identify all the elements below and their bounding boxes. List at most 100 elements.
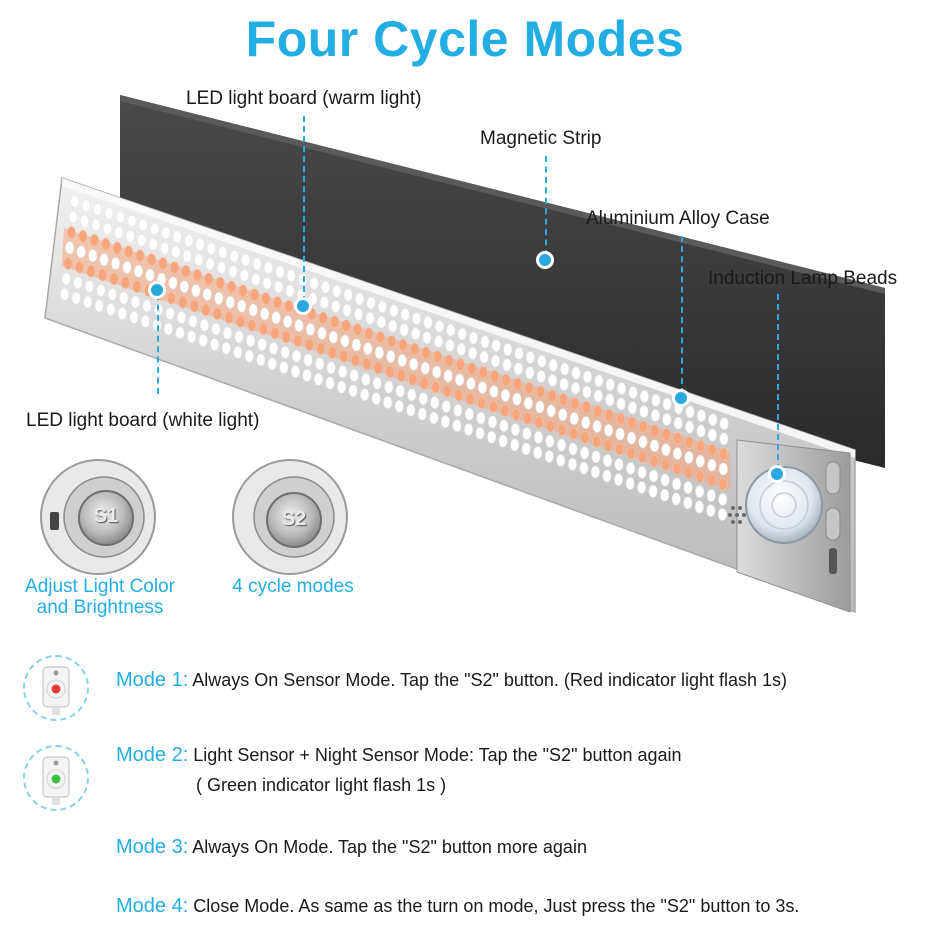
white-led-bead [592, 420, 602, 433]
warm-led-bead [78, 230, 88, 243]
white-led-bead [290, 365, 300, 378]
white-led-bead [604, 423, 614, 437]
warm-led-bead [408, 373, 418, 386]
white-led-bead [433, 335, 443, 348]
white-led-bead [420, 361, 430, 375]
white-led-bead [130, 295, 140, 309]
warm-led-bead [511, 408, 521, 421]
white-led-bead [579, 446, 589, 460]
white-led-bead [535, 400, 545, 414]
white-led-bead [468, 346, 478, 360]
white-led-bead [523, 396, 533, 410]
white-led-bead [372, 376, 382, 390]
warm-led-bead [385, 365, 395, 379]
white-led-bead [683, 496, 693, 510]
white-led-bead [394, 399, 404, 413]
warm-led-bead [330, 315, 340, 329]
white-led-bead [614, 458, 624, 471]
warm-led-bead [615, 442, 625, 456]
white-led-bead [696, 424, 706, 438]
white-led-bead [348, 384, 358, 398]
white-led-bead [94, 299, 104, 313]
white-led-bead [514, 347, 524, 360]
white-led-bead [91, 218, 101, 232]
white-led-bead [152, 318, 162, 332]
white-led-bead [187, 330, 197, 344]
white-led-bead [211, 322, 221, 336]
warm-led-bead [86, 264, 96, 278]
white-led-bead [267, 357, 277, 371]
mode-3-row: Mode 3: Always On Mode. Tap the "S2" but… [116, 836, 587, 859]
white-led-bead [271, 311, 281, 325]
warm-led-bead [75, 260, 85, 274]
white-led-bead [337, 380, 347, 394]
white-led-bead [445, 339, 455, 352]
white-led-bead [661, 443, 671, 457]
white-led-bead [568, 442, 578, 456]
warm-led-bead [284, 299, 294, 313]
white-led-bead [452, 419, 462, 432]
magnetic-strip-dot [539, 254, 551, 266]
white-led-bead [195, 238, 205, 251]
white-led-bead [490, 354, 500, 368]
white-led-bead [503, 343, 513, 356]
mode-1-row: Mode 1: Always On Sensor Mode. Tap the "… [116, 669, 787, 692]
warm-led-bead [673, 432, 683, 445]
white-led-bead [411, 327, 421, 341]
warm-led-bead [318, 311, 328, 325]
warm-led-bead [558, 393, 568, 406]
warm-led-bead [465, 392, 475, 406]
mode-1-text: Always On Sensor Mode. Tap the "S2" butt… [192, 670, 788, 690]
white-led-bead [198, 334, 208, 347]
white-led-bead [239, 269, 249, 282]
warm-led-bead [181, 265, 191, 278]
mode-2-row: Mode 2: Light Sensor + Night Sensor Mode… [116, 744, 682, 767]
white-led-bead [68, 210, 78, 224]
white-led-bead [84, 280, 94, 293]
white-led-bead [142, 299, 152, 313]
white-led-bead [696, 409, 706, 423]
white-led-bead [649, 469, 659, 483]
mode-3-label: Mode 3: [116, 836, 189, 858]
white-led-bead [244, 349, 254, 363]
warm-led-bead [718, 477, 728, 491]
white-led-bead [512, 392, 522, 406]
white-led-bead [165, 307, 175, 320]
warm-led-bead [362, 357, 372, 371]
white-led-bead [685, 405, 695, 419]
white-led-bead [252, 257, 262, 271]
induction-beads-dot [771, 468, 783, 480]
white-led-bead [294, 319, 304, 332]
warm-led-bead [224, 311, 234, 324]
s1-caption-line1: Adjust Light Color [25, 576, 175, 597]
white-led-bead [309, 277, 319, 290]
white-led-bead [718, 493, 728, 506]
warm-led-bead [158, 257, 168, 270]
white-led-bead [625, 477, 635, 490]
white-board-dot [151, 284, 163, 296]
s2-button-label: S2 [281, 508, 307, 530]
white-led-bead [366, 296, 376, 310]
warm-led-bead [89, 234, 99, 247]
white-led-bead [695, 454, 705, 468]
white-led-bead [218, 246, 228, 259]
white-led-bead [533, 446, 543, 460]
white-led-bead [648, 484, 658, 498]
s1-button-closeup [40, 459, 156, 575]
white-led-bead [651, 393, 661, 407]
warm-led-bead [650, 424, 660, 437]
mode-4-label: Mode 4: [116, 895, 189, 917]
warm-board-dot [297, 300, 309, 312]
warm-led-bead [339, 350, 349, 363]
warm-led-bead [593, 404, 603, 418]
white-led-bead [194, 253, 204, 267]
warm-led-bead [581, 400, 591, 414]
white-led-bead [627, 401, 637, 415]
warm-led-bead [235, 315, 245, 328]
white-led-bead [533, 431, 543, 444]
magnetic-strip-leader [545, 156, 547, 256]
white-led-bead [537, 354, 547, 368]
white-led-bead [480, 335, 490, 349]
led-light-board [60, 195, 730, 521]
white-led-bead [499, 419, 509, 433]
